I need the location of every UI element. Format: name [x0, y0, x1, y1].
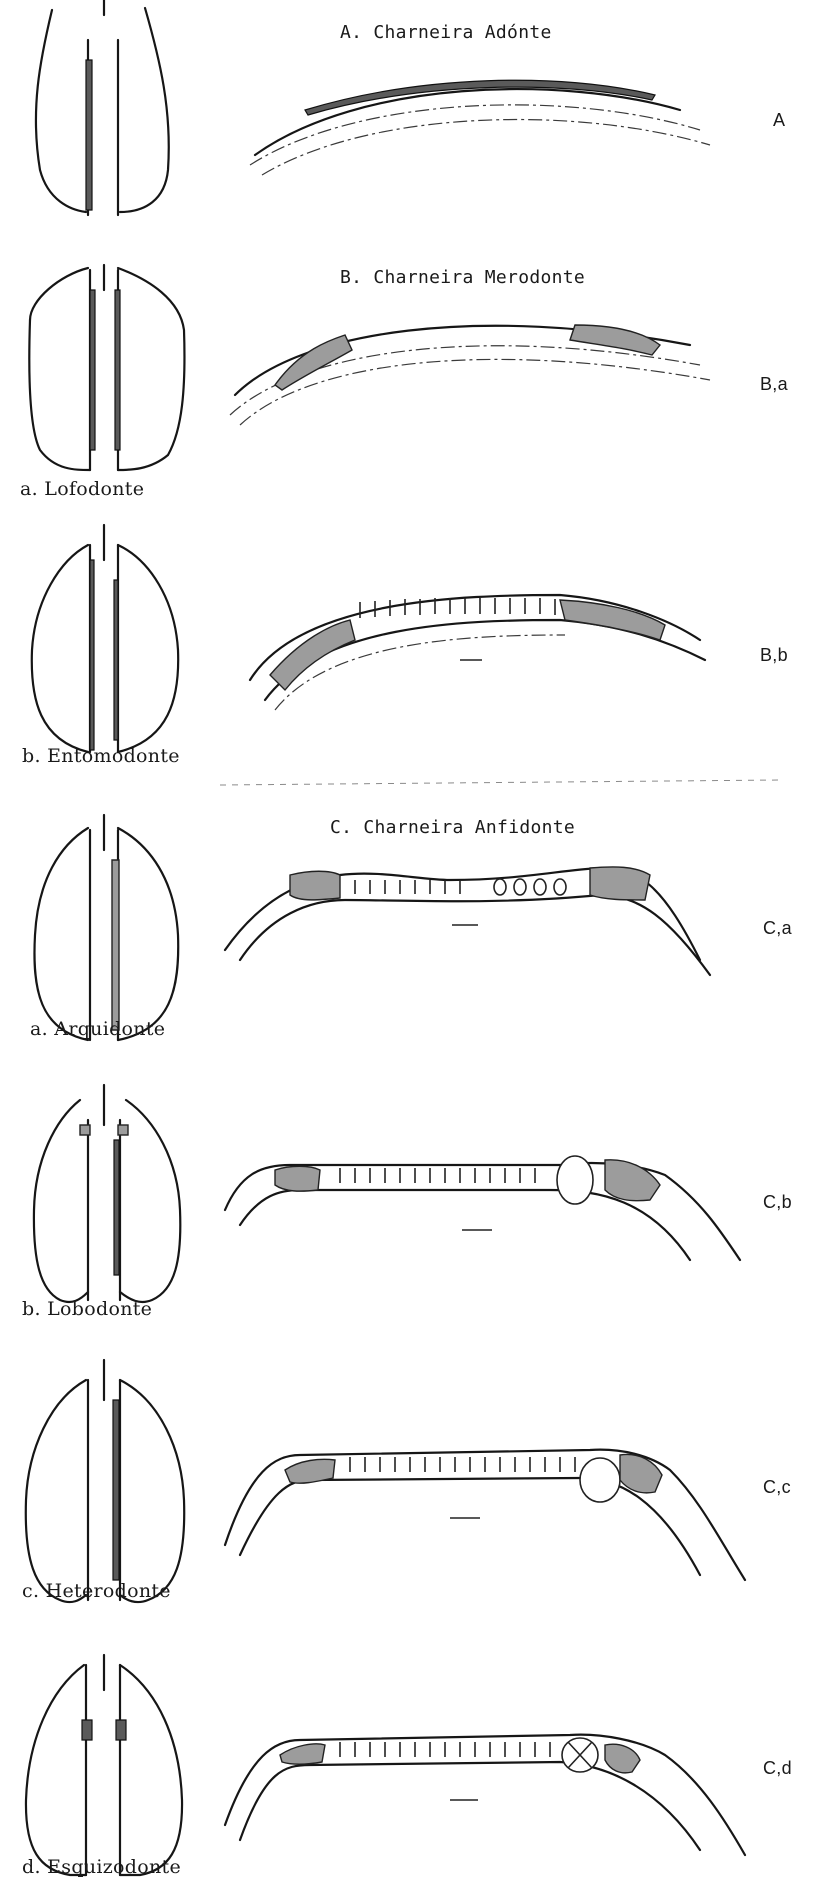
row-label-a: A	[773, 110, 785, 131]
hinge-plate-cc	[225, 1450, 745, 1580]
row-label-cc: C,c	[763, 1477, 791, 1498]
shell-outline-ca	[34, 815, 178, 1040]
shell-outline-a	[36, 0, 169, 215]
row-label-ca: C,a	[763, 918, 792, 939]
row-label-bb: B,b	[760, 645, 788, 666]
caption-heterodonte: c. Heterodonte	[22, 1580, 171, 1602]
row-label-cd: C,d	[763, 1758, 792, 1779]
shell-outline-cd	[26, 1655, 182, 1875]
hinge-plate-bb	[250, 595, 705, 710]
caption-esquizodonte: d. Esquizodonte	[22, 1856, 181, 1878]
row-label-ba: B,a	[760, 374, 788, 395]
section-divider	[220, 780, 780, 785]
section-header-a: A. Charneira Adónte	[340, 22, 552, 43]
hinge-plate-a	[250, 80, 710, 175]
row-label-cb: C,b	[763, 1192, 792, 1213]
section-header-b: B. Charneira Merodonte	[340, 267, 585, 288]
shell-outline-cb	[34, 1085, 180, 1302]
shell-outline-bb	[32, 525, 178, 752]
caption-entomodonte: b. Entomodonte	[22, 745, 180, 767]
caption-arquidonte: a. Arquidonte	[30, 1018, 165, 1040]
hinge-plate-ca	[225, 867, 710, 975]
hinge-plate-ba	[230, 325, 710, 425]
hinge-plate-cd	[225, 1735, 745, 1855]
shell-outline-cc	[26, 1360, 184, 1602]
caption-lofodonte: a. Lofodonte	[20, 478, 144, 500]
caption-lobodonte: b. Lobodonte	[22, 1298, 152, 1320]
shell-outline-ba	[29, 265, 184, 470]
section-header-c: C. Charneira Anfidonte	[330, 817, 575, 838]
hinge-plate-cb	[225, 1156, 740, 1260]
